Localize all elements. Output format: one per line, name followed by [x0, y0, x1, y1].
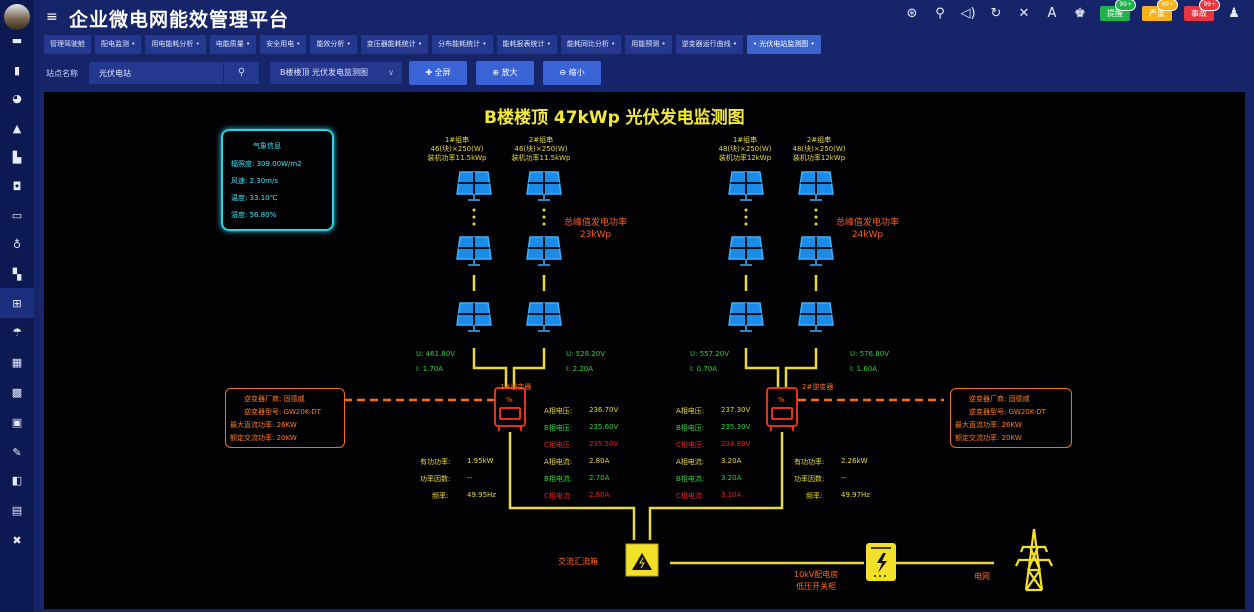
string3-current: I: 0.70A	[690, 365, 718, 373]
inverter1-name: 1#逆变器	[500, 383, 532, 391]
tab-efficiency[interactable]: 能效分析 •	[310, 35, 357, 54]
tab-yoy[interactable]: 能耗同比分析 •	[560, 35, 622, 54]
tab-forecast[interactable]: 用能预测 •	[625, 35, 672, 54]
box-icon[interactable]: ◧	[11, 473, 23, 487]
toolbar: 站点名称 光伏电站 ⚲ B楼楼顶 光伏发电监测图 ∨ ✚ 全屏 ⊕ 放大 ⊖ 缩…	[34, 58, 1254, 88]
diagram-select-value: B楼楼顶 光伏发电监测图	[280, 68, 369, 77]
help-icon[interactable]: ⊛	[906, 6, 918, 21]
battery-icon[interactable]: ▮	[13, 63, 21, 77]
refresh-icon[interactable]: ↻	[990, 6, 1002, 21]
tab-report[interactable]: 能耗报表统计 •	[496, 35, 557, 54]
app-title: 企业微电网能效管理平台	[69, 9, 290, 31]
user-icon[interactable]: ♟	[1228, 6, 1240, 21]
wind-speed: 风速: 2.30m/s	[231, 177, 278, 185]
chevron-down-icon: ∨	[388, 68, 394, 77]
solar-panel-icon	[456, 171, 834, 332]
search-doc-icon[interactable]: ◕	[12, 91, 22, 105]
weather-title: 气象信息	[253, 142, 281, 150]
lock-icon[interactable]: ▣	[11, 415, 23, 429]
inverter1-info-box: 逆变器厂商: 固德威 逆变器型号: GW20K-DT 最大直流功率: 26KW …	[225, 388, 345, 448]
fullscreen-icon[interactable]: ✕	[1018, 6, 1030, 21]
temperature: 温度: 33.10℃	[231, 194, 278, 202]
zoom-in-button[interactable]: ⊕ 放大	[476, 61, 534, 85]
string3-voltage: U: 557.20V	[690, 350, 729, 358]
report-icon[interactable]: ▚	[12, 267, 22, 281]
diagram-title: B楼楼顶 47kWp 光伏发电监测图	[484, 108, 745, 128]
menu-icon[interactable]: ≡	[46, 9, 58, 25]
string4-voltage: U: 576.80V	[850, 350, 889, 358]
station-value: 光伏电站	[99, 69, 131, 78]
station-search-input[interactable]: 光伏电站 ⚲	[89, 62, 259, 84]
string1-current: I: 1.70A	[416, 365, 444, 373]
string2-voltage: U: 528.20V	[566, 350, 605, 358]
camera-icon[interactable]: ☂	[12, 325, 22, 339]
tab-transformer[interactable]: 变压器能耗统计 •	[360, 35, 429, 54]
grid-label: 电网	[974, 572, 990, 581]
tab-distributed[interactable]: 分布能耗统计 •	[432, 35, 493, 54]
tab-pv-monitor[interactable]: • 光伏电站监测图 •	[746, 35, 821, 54]
switchgear-icon	[866, 543, 896, 581]
tab-power-quality[interactable]: 电能质量 •	[209, 35, 257, 54]
irradiance: 辐照度: 309.00W/m2	[231, 160, 302, 168]
switchgear-label: 10kV配电房低压开关柜	[794, 570, 839, 591]
tab-inverter-curve[interactable]: 逆变器运行曲线 •	[675, 35, 743, 54]
inverter2-info-box: 逆变器厂商: 固德威 逆变器型号: GW20K-DT 最大直流功率: 26KW …	[950, 388, 1072, 448]
svg-text:%: %	[778, 396, 785, 404]
solar-icon[interactable]: ▲	[12, 121, 22, 135]
chart-icon[interactable]: ◘	[12, 179, 22, 193]
edit-icon[interactable]: ✎	[12, 445, 22, 459]
volume-icon[interactable]: ◁)	[960, 6, 976, 21]
tab-safety[interactable]: 安全用电 •	[260, 35, 307, 54]
pv-array-svg: % %	[344, 171, 1053, 592]
shirt-icon[interactable]: ♚	[1074, 6, 1086, 21]
table-icon[interactable]: ▩	[11, 385, 23, 399]
search-icon[interactable]: ⚲	[223, 62, 259, 84]
diagram-select[interactable]: B楼楼顶 光伏发电监测图 ∨	[270, 62, 402, 84]
tab-bar: 管理驾驶舱 配电监测 • 用电能耗分析 • 电能质量 • 安全用电 • 能效分析…	[44, 35, 821, 54]
inverter2-name: 2#逆变器	[802, 383, 834, 391]
pv-diagram-canvas: B楼楼顶 47kWp 光伏发电监测图 气象信息 辐照度: 309.00W/m2 …	[44, 92, 1245, 609]
string1-voltage: U: 461.80V	[416, 350, 455, 358]
string4-current: I: 1.60A	[850, 365, 878, 373]
tab-dashboard[interactable]: 管理驾驶舱	[44, 35, 91, 54]
weather-panel: 气象信息 辐照度: 309.00W/m2 风速: 2.30m/s 温度: 33.…	[221, 129, 334, 231]
pv-monitor-icon[interactable]: ⊞	[0, 288, 34, 318]
search-icon[interactable]: ⚲	[935, 6, 945, 21]
font-icon[interactable]: A	[1047, 6, 1057, 21]
combiner-box-icon	[625, 543, 659, 577]
monitor-icon[interactable]: ▬	[11, 33, 23, 47]
tab-energy-analysis[interactable]: 用电能耗分析 •	[145, 35, 206, 54]
string2-current: I: 2.20A	[566, 365, 594, 373]
svg-text:%: %	[506, 396, 513, 404]
calendar-icon[interactable]: ▦	[11, 355, 23, 369]
station-label: 站点名称	[46, 69, 78, 78]
print-icon[interactable]: ▙	[12, 150, 22, 164]
tab-distribution[interactable]: 配电监测 •	[95, 35, 142, 54]
power-tower-icon	[1015, 528, 1053, 592]
combiner-label: 交流汇流箱	[558, 557, 598, 566]
sidebar: ▬ ▮ ◕ ▲ ▙ ◘ ▭ ♁ ▚ ⊞ ☂ ▦ ▩ ▣ ✎ ◧ ▤ ✖	[0, 0, 34, 612]
humidity: 湿度: 56.80%	[231, 211, 277, 219]
zoom-out-button[interactable]: ⊖ 缩小	[543, 61, 601, 85]
storage-icon[interactable]: ▭	[11, 208, 23, 222]
bulb-icon[interactable]: ♁	[12, 237, 22, 251]
document-icon[interactable]: ▤	[11, 503, 23, 517]
fullscreen-button[interactable]: ✚ 全屏	[409, 61, 467, 85]
inverter-icon	[494, 387, 798, 431]
avatar[interactable]	[4, 4, 30, 30]
tools-icon[interactable]: ✖	[12, 533, 22, 547]
